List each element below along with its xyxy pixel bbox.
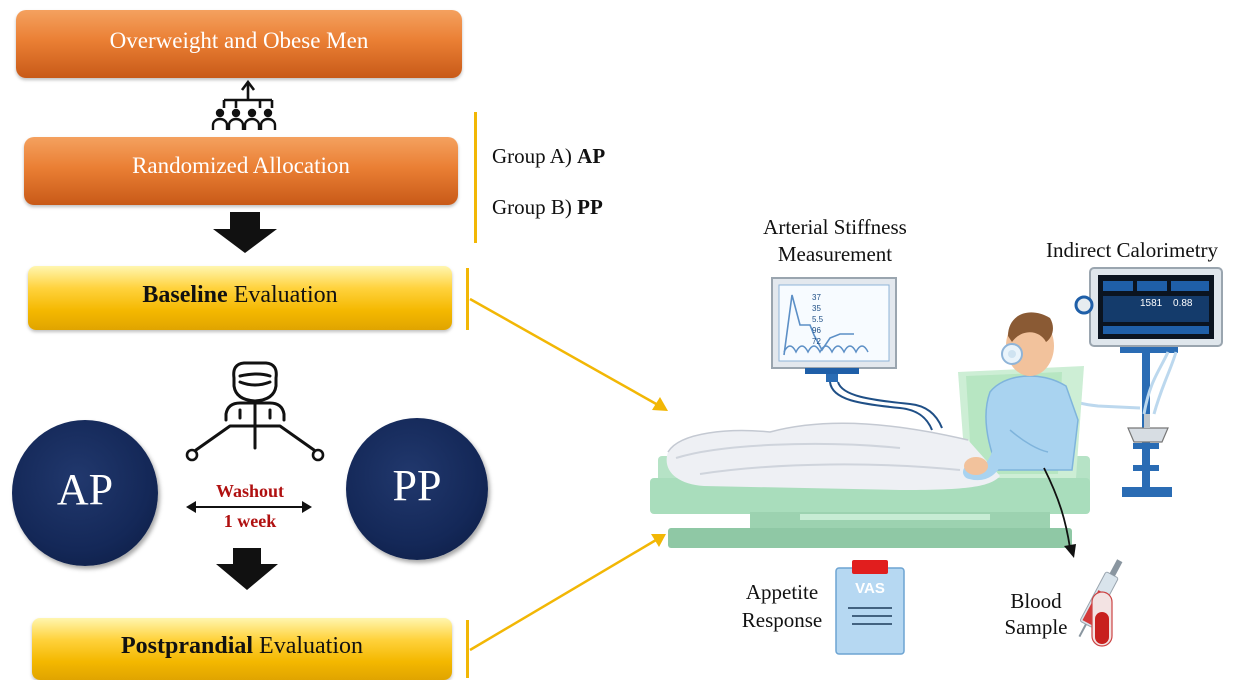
- population-box: Overweight and Obese Men: [16, 10, 462, 78]
- calorimeter-readouts: 1581 0.88: [1140, 298, 1193, 309]
- indirect-calorimetry-label: Indirect Calorimetry: [1046, 238, 1219, 262]
- population-label: Overweight and Obese Men: [109, 28, 369, 53]
- allocation-box: Randomized Allocation: [24, 137, 458, 205]
- group-a-label: Group A) AP: [492, 144, 606, 168]
- blood-sample-label: Blood Sample: [1004, 589, 1068, 639]
- postprandial-box: Postprandial Evaluation: [32, 618, 452, 680]
- baseline-box: Baseline Evaluation: [28, 266, 452, 330]
- arterial-stiffness-label: Arterial Stiffness Measurement: [763, 215, 907, 266]
- ap-circle: AP: [12, 420, 158, 566]
- washout-label: Washout: [215, 481, 285, 501]
- group-bracket: [474, 112, 477, 243]
- pp-circle: PP: [346, 418, 488, 560]
- ap-circle-label: AP: [56, 465, 114, 514]
- appetite-response-label: Appetite Response: [741, 580, 823, 632]
- postprandial-tick: [466, 620, 469, 678]
- baseline-tick: [466, 268, 469, 330]
- pp-circle-label: PP: [392, 461, 442, 510]
- group-b-label: Group B) PP: [492, 195, 603, 219]
- washout-duration: 1 week: [223, 511, 277, 531]
- allocation-label: Randomized Allocation: [132, 153, 350, 178]
- monitor-readouts: 37 35 5.5 96 72: [812, 293, 824, 346]
- vas-label: VAS: [855, 580, 885, 597]
